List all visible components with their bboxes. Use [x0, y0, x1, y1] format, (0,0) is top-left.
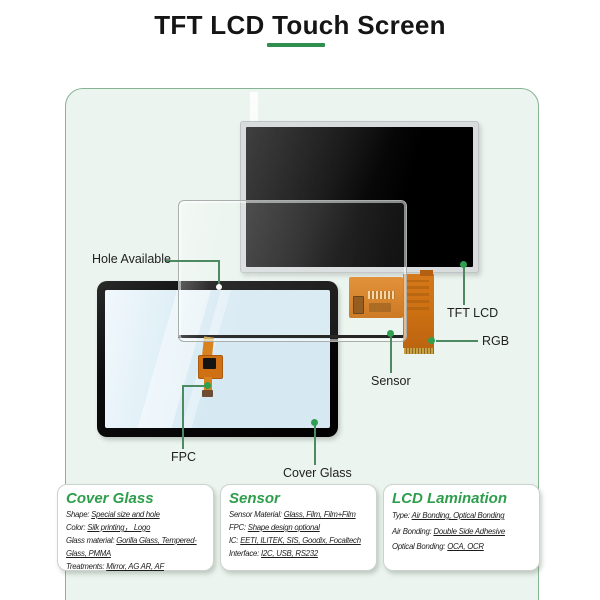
spec-row: Interface:I2C, USB, RS232	[229, 549, 318, 558]
spec-box-sensor: Sensor Sensor Material:Glass, Film, Film…	[220, 484, 377, 571]
sensor-callout-line	[390, 337, 392, 373]
touch-controller-chip	[203, 358, 216, 369]
page-title: TFT LCD Touch Screen	[154, 10, 446, 40]
fpc-gold-fingers	[404, 348, 434, 354]
spec-row: Air Bonding:Double Side Adhesive	[392, 526, 505, 536]
spec-row: Glass material:Gorilla Glass, Tempered-G…	[66, 536, 197, 558]
hole-callout-line-h	[166, 260, 219, 262]
hole-callout-line-v	[218, 260, 220, 285]
spec-row: Shape:Special size and hole	[66, 510, 160, 519]
tft-lcd-label: TFT LCD	[447, 306, 499, 320]
title-underline-bar	[267, 43, 325, 47]
fpc-component-mark	[353, 296, 364, 314]
tft-callout-line	[463, 266, 465, 305]
rgb-callout-line	[436, 340, 478, 342]
spec-box-title: Cover Glass	[66, 490, 154, 507]
spec-box-title: LCD Lamination	[392, 490, 507, 507]
fpc-label: FPC	[171, 450, 196, 464]
fpc-callout-line-h	[182, 385, 206, 387]
sensor-marker-dot	[387, 330, 394, 337]
tft-lcd-panel	[240, 121, 479, 273]
tft-lcd-screen	[246, 127, 473, 267]
spec-box-lcd-lamination: LCD Lamination Type:Air Bonding, Optical…	[383, 484, 540, 571]
sensor-label: Sensor	[371, 374, 411, 388]
cover-glass-label: Cover Glass	[283, 466, 352, 480]
spec-row: FPC:Shape design optional	[229, 523, 320, 532]
fpc-callout-line-v	[182, 385, 184, 449]
sensor-bottom-edge	[178, 335, 403, 338]
fpc-label-mark	[368, 291, 395, 299]
spec-box-title: Sensor	[229, 490, 280, 507]
sensor-fpc-connector	[202, 390, 213, 397]
fpc-trace-marks	[407, 280, 429, 310]
fpc-label-mark	[369, 303, 391, 312]
spec-boxes-row: Cover Glass Shape:Special size and hole …	[57, 484, 543, 571]
fpc-marker-dot	[204, 382, 211, 389]
cover-glass-callout-line	[314, 424, 316, 465]
hole-available-label: Hole Available	[92, 252, 171, 266]
tft-marker-dot	[460, 261, 467, 268]
spec-row: IC:EETI, ILITEK, SIS, Goodix, Focaltech	[229, 536, 361, 545]
fpc-top-tab	[420, 270, 433, 276]
cover-glass-marker-dot	[311, 419, 318, 426]
spec-box-cover-glass: Cover Glass Shape:Special size and hole …	[57, 484, 214, 571]
rgb-label: RGB	[482, 334, 510, 348]
spec-row: Color:Silk printing， Logo	[66, 523, 151, 532]
hole-marker-dot	[216, 284, 222, 290]
rgb-marker-dot	[428, 337, 435, 344]
spec-row: Sensor Material:Glass, Film, Film+Film	[229, 510, 356, 519]
spec-row: Treatments:Mirror, AG AR, AF	[66, 562, 164, 571]
spec-row: Optical Bonding:OCA, OCR	[392, 542, 484, 551]
touch-sensor-glass	[178, 200, 407, 342]
spec-row: Type:Air Bonding, Optical Bonding	[392, 511, 505, 520]
